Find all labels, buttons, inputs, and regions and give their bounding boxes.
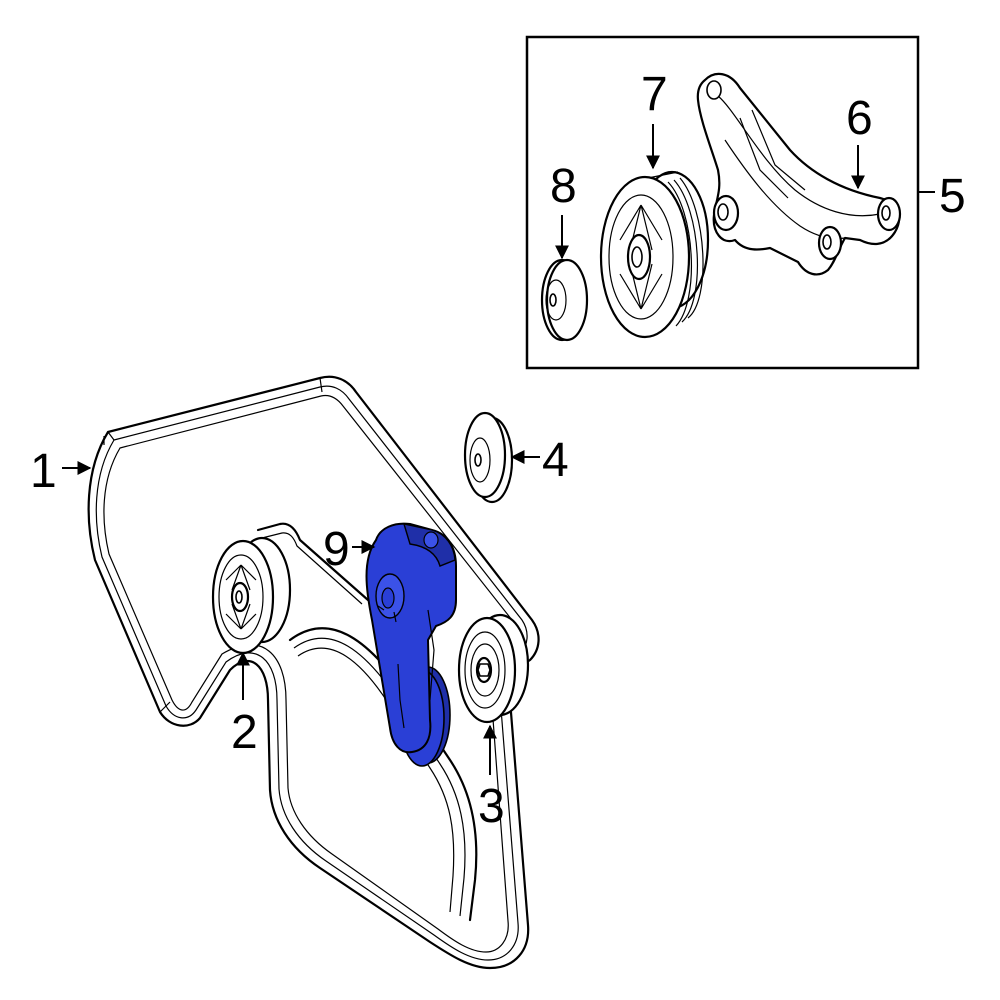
callout-2[interactable]: 2 (231, 706, 258, 759)
pulley-ribs (619, 204, 663, 310)
callout-3[interactable]: 3 (478, 780, 505, 833)
part-4-cap[interactable] (463, 411, 514, 504)
part-2-idler-pulley[interactable] (211, 536, 292, 655)
part-8-cap[interactable] (540, 258, 589, 342)
callout-7[interactable]: 7 (641, 68, 668, 121)
part-1-serpentine-belt[interactable] (87, 375, 540, 970)
part-9-belt-tensioner[interactable] (365, 522, 457, 767)
callout-8[interactable]: 8 (550, 160, 577, 213)
callout-5[interactable]: 5 (939, 170, 966, 223)
callout-4[interactable]: 4 (542, 434, 569, 487)
part-3-idler-pulley[interactable] (457, 613, 530, 724)
callout-9[interactable]: 9 (323, 523, 350, 576)
callout-6[interactable]: 6 (846, 92, 873, 145)
part-7-idler-pulley[interactable] (599, 170, 710, 339)
pulley-2-ribs (225, 564, 257, 630)
callout-arrows (62, 124, 935, 775)
part-6-bracket[interactable] (696, 72, 902, 276)
callout-1[interactable]: 1 (30, 445, 57, 498)
